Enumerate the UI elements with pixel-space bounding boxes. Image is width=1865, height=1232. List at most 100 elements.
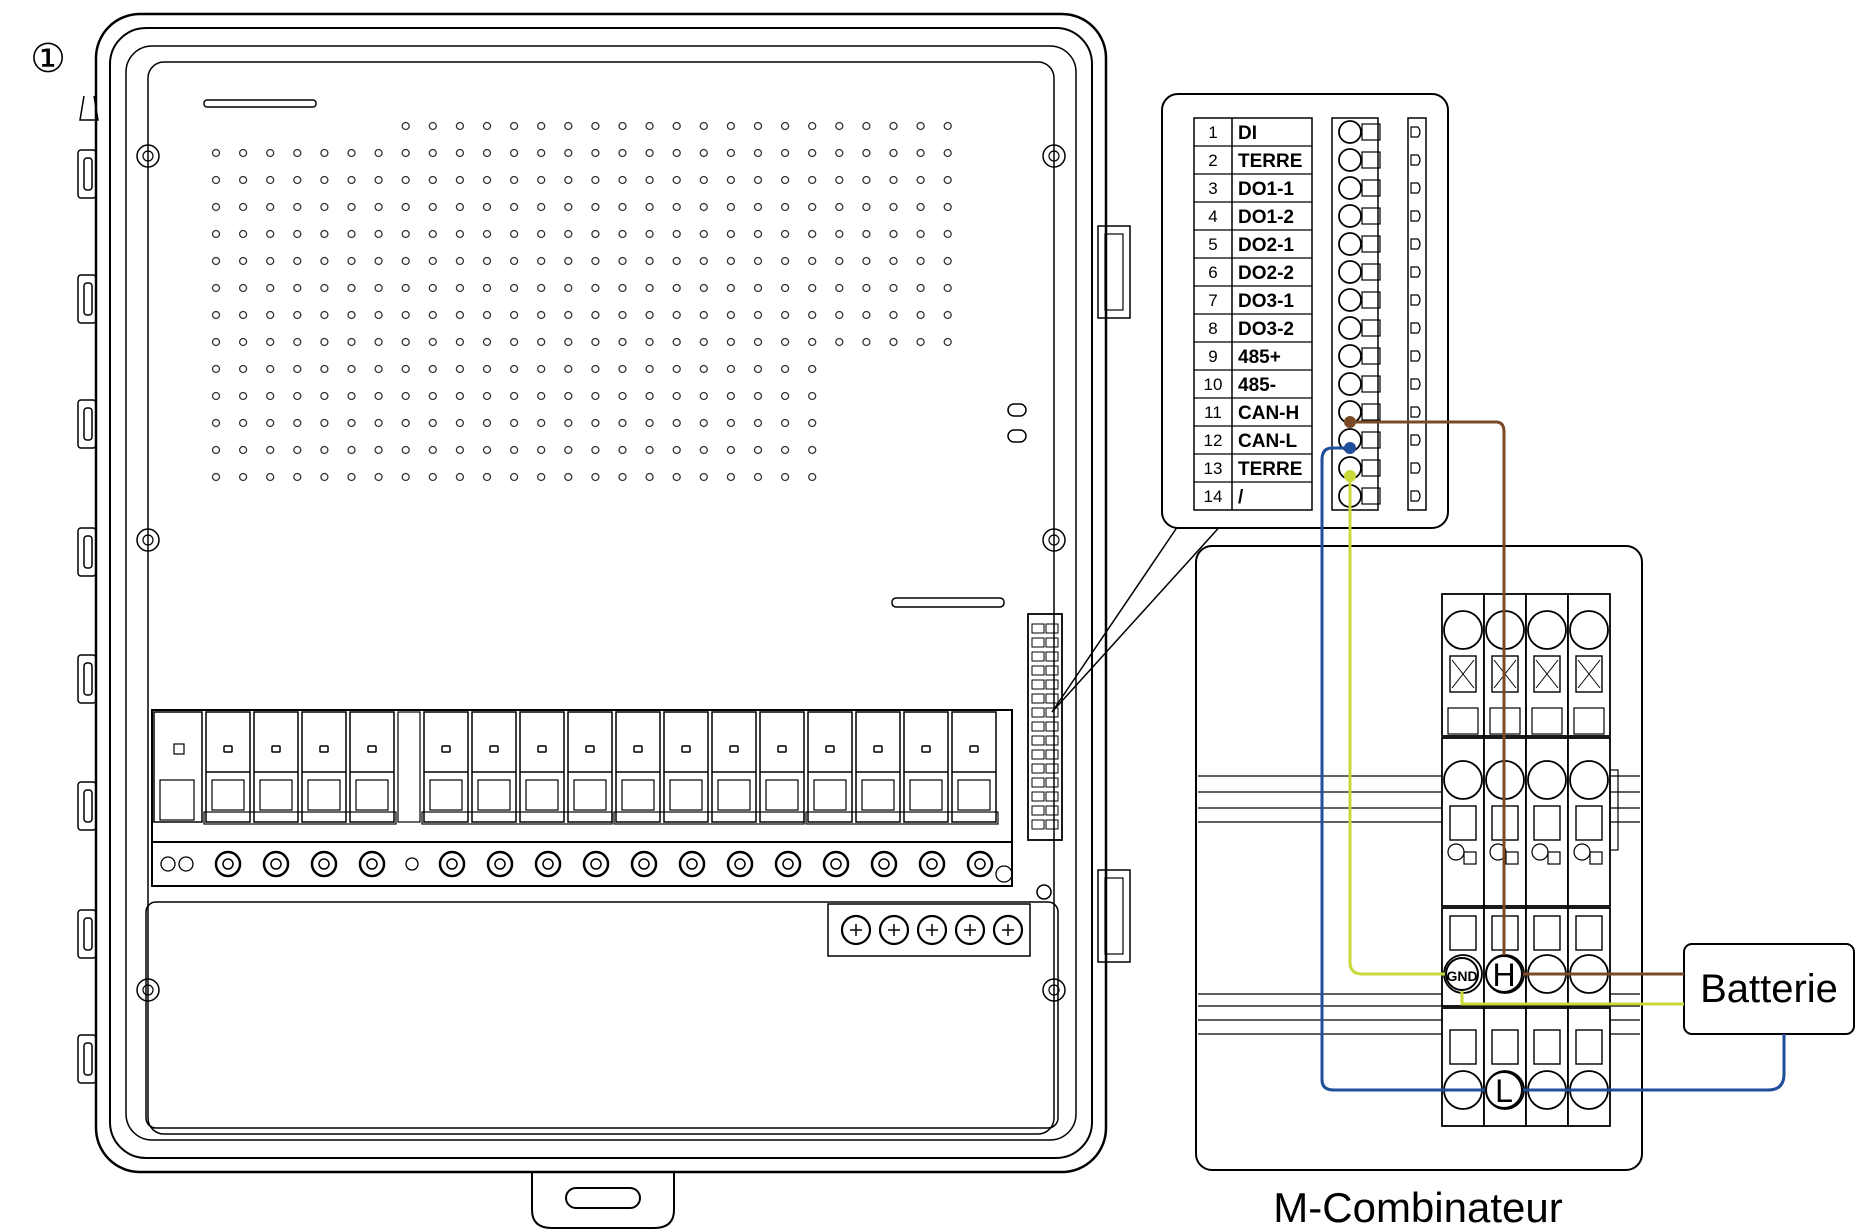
breaker xyxy=(301,711,347,823)
vent-hole xyxy=(537,445,546,455)
vent-hole xyxy=(509,337,519,347)
small-screw xyxy=(160,856,176,872)
vent-hole xyxy=(482,337,492,347)
pin-number: 9 xyxy=(1208,347,1217,366)
vent-hole xyxy=(211,364,221,374)
main-module xyxy=(153,711,203,823)
spring-clamp-cross xyxy=(1535,659,1559,689)
vent-hole xyxy=(645,310,654,320)
screw-clamp xyxy=(1361,123,1381,141)
vent-hole xyxy=(943,148,952,158)
vent-hole xyxy=(238,364,248,374)
vent-hole xyxy=(238,418,248,428)
vent-hole xyxy=(401,256,410,266)
main-module-window xyxy=(173,743,185,755)
vent-hole xyxy=(564,364,573,374)
pin-label: TERRE xyxy=(1238,151,1302,172)
screw-hole xyxy=(1338,344,1362,368)
vent-hole xyxy=(238,148,248,158)
vent-hole xyxy=(564,391,573,401)
breaker xyxy=(807,711,853,823)
vent-hole xyxy=(672,337,681,347)
vent-hole xyxy=(672,202,681,212)
vent-hole xyxy=(482,445,492,455)
pin-contact xyxy=(1410,210,1421,222)
vent-hole xyxy=(726,283,736,293)
vent-hole xyxy=(699,418,708,428)
vent-hole xyxy=(293,337,302,347)
vent-hole xyxy=(591,364,600,374)
vent-hole xyxy=(455,337,465,347)
screw-terminal xyxy=(774,850,802,878)
vent-hole xyxy=(835,337,844,347)
vent-hole xyxy=(374,391,383,401)
vent-hole xyxy=(428,175,437,185)
vent-hole xyxy=(591,418,600,428)
vent-hole xyxy=(428,310,437,320)
vent-hole xyxy=(266,229,275,239)
vent-hole xyxy=(428,283,437,293)
vent-hole xyxy=(672,121,681,131)
vent-hole xyxy=(238,283,248,293)
vent-hole xyxy=(320,202,329,212)
strip-tooth xyxy=(1031,819,1045,830)
vent-hole xyxy=(618,364,627,374)
left-clip xyxy=(77,274,97,324)
vent-hole xyxy=(293,148,302,158)
vent-hole xyxy=(889,202,898,212)
vent-hole xyxy=(916,229,925,239)
vent-hole xyxy=(347,310,356,320)
screw-terminal xyxy=(486,850,514,878)
strip-tooth xyxy=(1031,679,1045,690)
vent-hole xyxy=(347,391,356,401)
combiner-module xyxy=(1567,737,1611,907)
strip-tooth xyxy=(1045,749,1059,760)
vent-hole xyxy=(780,472,790,482)
combiner-module xyxy=(1441,737,1485,907)
pin-contact xyxy=(1410,322,1421,334)
spring-clamp xyxy=(1449,805,1477,841)
vent-hole xyxy=(482,175,492,185)
vent-hole xyxy=(455,418,465,428)
wire-entry xyxy=(1443,610,1483,650)
vent-hole xyxy=(591,337,600,347)
vent-hole xyxy=(293,283,302,293)
vent-hole xyxy=(889,256,898,266)
vent-hole xyxy=(780,391,790,401)
screw-hole xyxy=(1338,260,1362,284)
vent-hole xyxy=(482,472,492,482)
vent-hole xyxy=(753,256,763,266)
vent-hole xyxy=(320,337,329,347)
pin-contact xyxy=(1410,434,1421,446)
vent-hole xyxy=(455,445,465,455)
vent-hole xyxy=(889,337,898,347)
vent-hole xyxy=(211,175,221,185)
wire-earth-battery xyxy=(1460,990,1684,1006)
n-block-screw-slot xyxy=(926,924,938,936)
vent-hole xyxy=(320,148,329,158)
vent-hole xyxy=(645,256,654,266)
pin-contact xyxy=(1410,378,1421,390)
vent-hole xyxy=(401,391,410,401)
vent-hole xyxy=(862,229,871,239)
vent-hole xyxy=(320,310,329,320)
n-block-screw-slot xyxy=(888,924,900,936)
vent-hole xyxy=(509,283,519,293)
spring-clamp xyxy=(1533,655,1561,693)
vent-hole xyxy=(509,391,519,401)
vent-hole xyxy=(591,229,600,239)
vent-hole xyxy=(537,283,546,293)
module-window xyxy=(1531,707,1563,735)
screw-terminal-center xyxy=(926,858,938,870)
vent-hole xyxy=(916,256,925,266)
vent-hole xyxy=(374,283,383,293)
vent-hole xyxy=(591,283,600,293)
terminal-l-label: L xyxy=(1495,1073,1513,1109)
vent-hole xyxy=(537,175,546,185)
vent-hole xyxy=(564,121,573,131)
block-plug xyxy=(1407,117,1427,511)
pin-label: 485- xyxy=(1238,375,1276,396)
release-slot xyxy=(1505,851,1519,865)
vent-hole xyxy=(320,283,329,293)
vent-hole xyxy=(455,391,465,401)
